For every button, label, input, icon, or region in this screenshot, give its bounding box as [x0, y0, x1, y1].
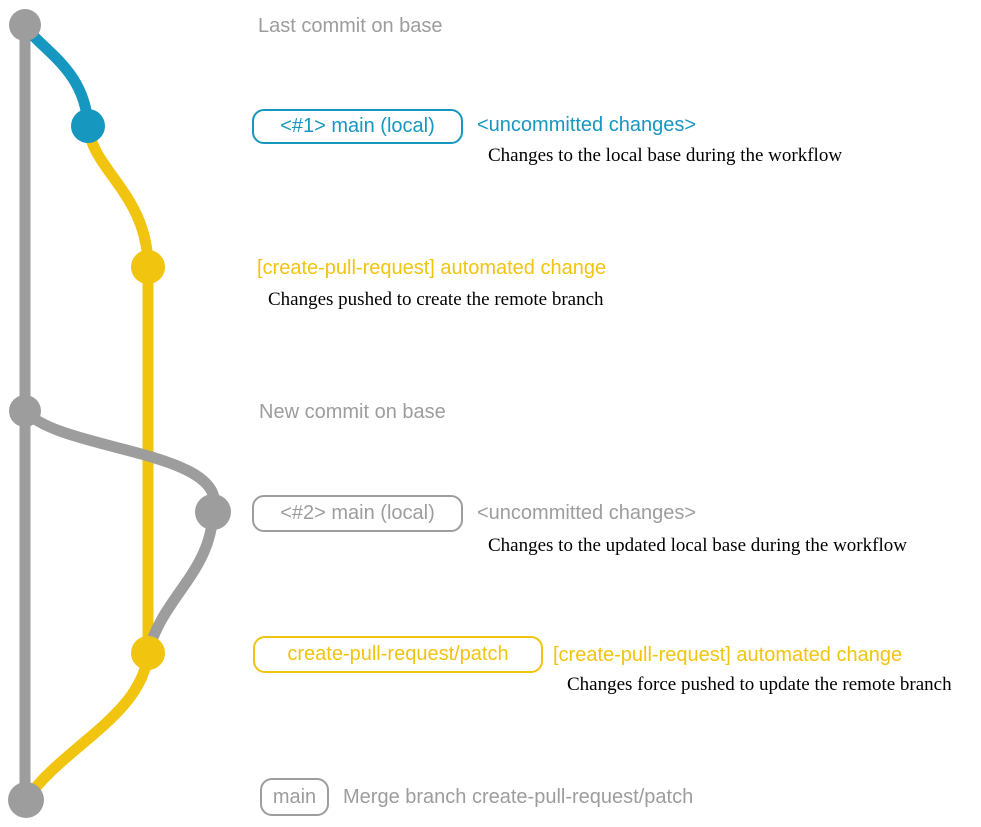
commit-dot-merge [8, 782, 44, 818]
commit-dot-patch-1 [131, 250, 165, 284]
branch-badge-main-local-1: <#1> main (local) [252, 109, 463, 144]
commit-dot-main-local-2 [195, 494, 231, 530]
commit-dot-base-last [9, 9, 41, 41]
note-pushed-create-remote-branch: Changes pushed to create the remote bran… [268, 289, 604, 310]
branch-badge-main-local-1-label: <#1> main (local) [280, 115, 435, 137]
update-curve-to-patch-2 [142, 511, 219, 655]
branch-badge-main-local-2: <#2> main (local) [252, 495, 463, 532]
label-new-commit-on-base: New commit on base [259, 401, 446, 423]
label-uncommitted-changes-2: <uncommitted changes> [477, 502, 697, 524]
note-force-pushed-update-remote-branch: Changes force pushed to update the remot… [567, 674, 952, 695]
label-automated-change-1: [create-pull-request] automated change [257, 257, 607, 279]
label-automated-change-2: [create-pull-request] automated change [553, 644, 903, 666]
branch-curve-patch-1 [82, 125, 154, 268]
branch-badge-main-local-2-label: <#2> main (local) [280, 502, 435, 524]
branch-badge-patch-label: create-pull-request/patch [287, 643, 509, 665]
label-uncommitted-changes-1: <uncommitted changes> [477, 114, 697, 136]
commit-dot-base-new [9, 395, 41, 427]
branch-badge-main: main [260, 778, 329, 816]
commit-dot-main-local-1 [71, 109, 105, 143]
merge-curve-patch-to-main [21, 652, 154, 804]
branch-badge-main-label: main [272, 785, 317, 808]
branch-badge-patch: create-pull-request/patch [253, 636, 543, 673]
branch-curve-main-local-1 [20, 21, 94, 127]
note-local-base-changes: Changes to the local base during the wor… [488, 145, 843, 166]
branch-curve-main-local-2 [20, 406, 220, 514]
commit-dot-patch-2 [131, 636, 165, 670]
note-updated-local-base-changes: Changes to the updated local base during… [488, 535, 907, 556]
label-last-commit-on-base: Last commit on base [258, 15, 443, 37]
label-merge-branch-message: Merge branch create-pull-request/patch [343, 786, 694, 808]
